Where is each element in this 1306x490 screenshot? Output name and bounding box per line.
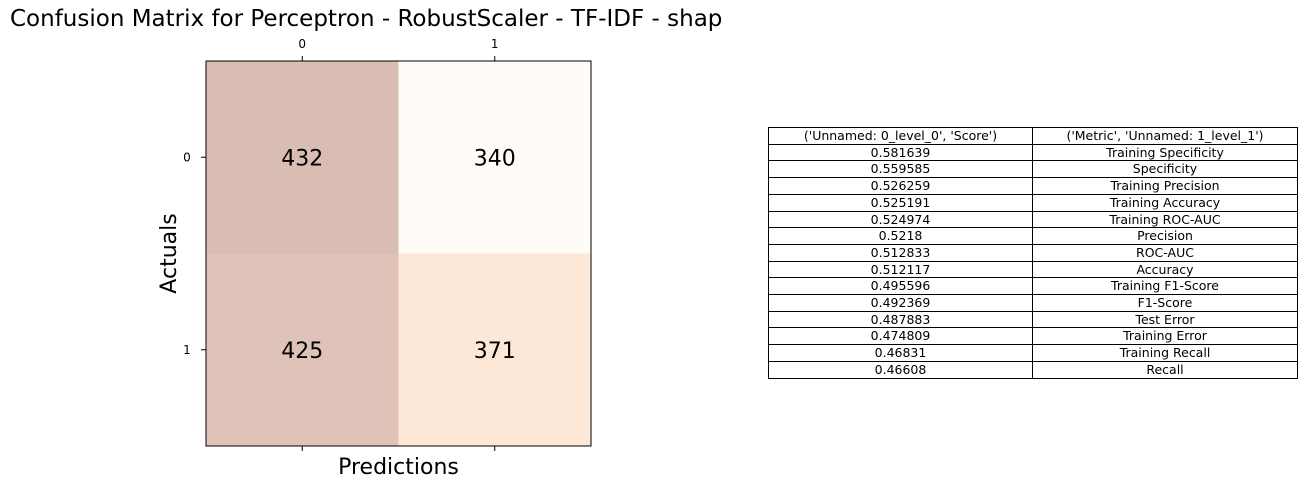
metric-cell: F1-Score bbox=[1032, 294, 1298, 312]
score-cell: 0.487883 bbox=[768, 310, 1033, 329]
metric-cell: Test Error bbox=[1032, 310, 1298, 329]
chart-title: Confusion Matrix for Perceptron - Robust… bbox=[10, 6, 723, 32]
y-tick-label-0: 0 bbox=[183, 150, 191, 164]
score-cell: 0.525191 bbox=[768, 193, 1033, 212]
y-axis-label: Actuals bbox=[157, 213, 182, 293]
metric-cell: Training F1-Score bbox=[1032, 277, 1298, 296]
table-header-metric: ('Metric', 'Unnamed: 1_level_1') bbox=[1032, 127, 1298, 145]
x-tick-label-1: 1 bbox=[491, 37, 499, 51]
score-cell: 0.526259 bbox=[768, 177, 1033, 195]
matrix-value-0-1: 340 bbox=[474, 146, 516, 171]
x-axis-label: Predictions bbox=[338, 455, 459, 480]
score-cell: 0.492369 bbox=[768, 294, 1033, 312]
matrix-cell-0-1 bbox=[398, 61, 591, 254]
score-cell: 0.512117 bbox=[768, 260, 1033, 279]
table-header-score: ('Unnamed: 0_level_0', 'Score') bbox=[768, 127, 1033, 145]
score-cell: 0.581639 bbox=[768, 143, 1033, 162]
metric-cell: Accuracy bbox=[1032, 260, 1298, 279]
matrix-value-0-0: 432 bbox=[281, 146, 323, 171]
metric-cell: Training Recall bbox=[1032, 344, 1298, 362]
metric-cell: Training Precision bbox=[1032, 177, 1298, 195]
metric-cell: Training Error bbox=[1032, 327, 1298, 346]
score-cell: 0.46608 bbox=[768, 360, 1033, 379]
matrix-cell-1-1 bbox=[398, 253, 591, 446]
matrix-frame bbox=[205, 60, 592, 447]
score-cell: 0.46831 bbox=[768, 344, 1033, 362]
metric-cell: ROC-AUC bbox=[1032, 243, 1298, 262]
metric-cell: Precision bbox=[1032, 227, 1298, 245]
score-cell: 0.524974 bbox=[768, 210, 1033, 229]
y-tick-label-1: 1 bbox=[183, 343, 191, 357]
metrics-table: ('Unnamed: 0_level_0', 'Score') ('Metric… bbox=[768, 127, 1298, 379]
score-cell: 0.5218 bbox=[768, 227, 1033, 245]
metric-cell: Training ROC-AUC bbox=[1032, 210, 1298, 229]
matrix-value-1-1: 371 bbox=[474, 339, 516, 364]
metric-cell: Specificity bbox=[1032, 160, 1298, 179]
matrix-value-1-0: 425 bbox=[281, 339, 323, 364]
score-cell: 0.512833 bbox=[768, 243, 1033, 262]
score-cell: 0.474809 bbox=[768, 327, 1033, 346]
metric-cell: Training Specificity bbox=[1032, 143, 1298, 162]
metric-cell: Recall bbox=[1032, 360, 1298, 379]
metric-cell: Training Accuracy bbox=[1032, 193, 1298, 212]
score-cell: 0.559585 bbox=[768, 160, 1033, 179]
matrix-cell-0-0 bbox=[206, 61, 399, 254]
table-header-row: ('Unnamed: 0_level_0', 'Score') ('Metric… bbox=[768, 127, 1298, 145]
x-tick-label-0: 0 bbox=[298, 37, 306, 51]
matrix-cell-1-0 bbox=[206, 253, 399, 446]
score-cell: 0.495596 bbox=[768, 277, 1033, 296]
